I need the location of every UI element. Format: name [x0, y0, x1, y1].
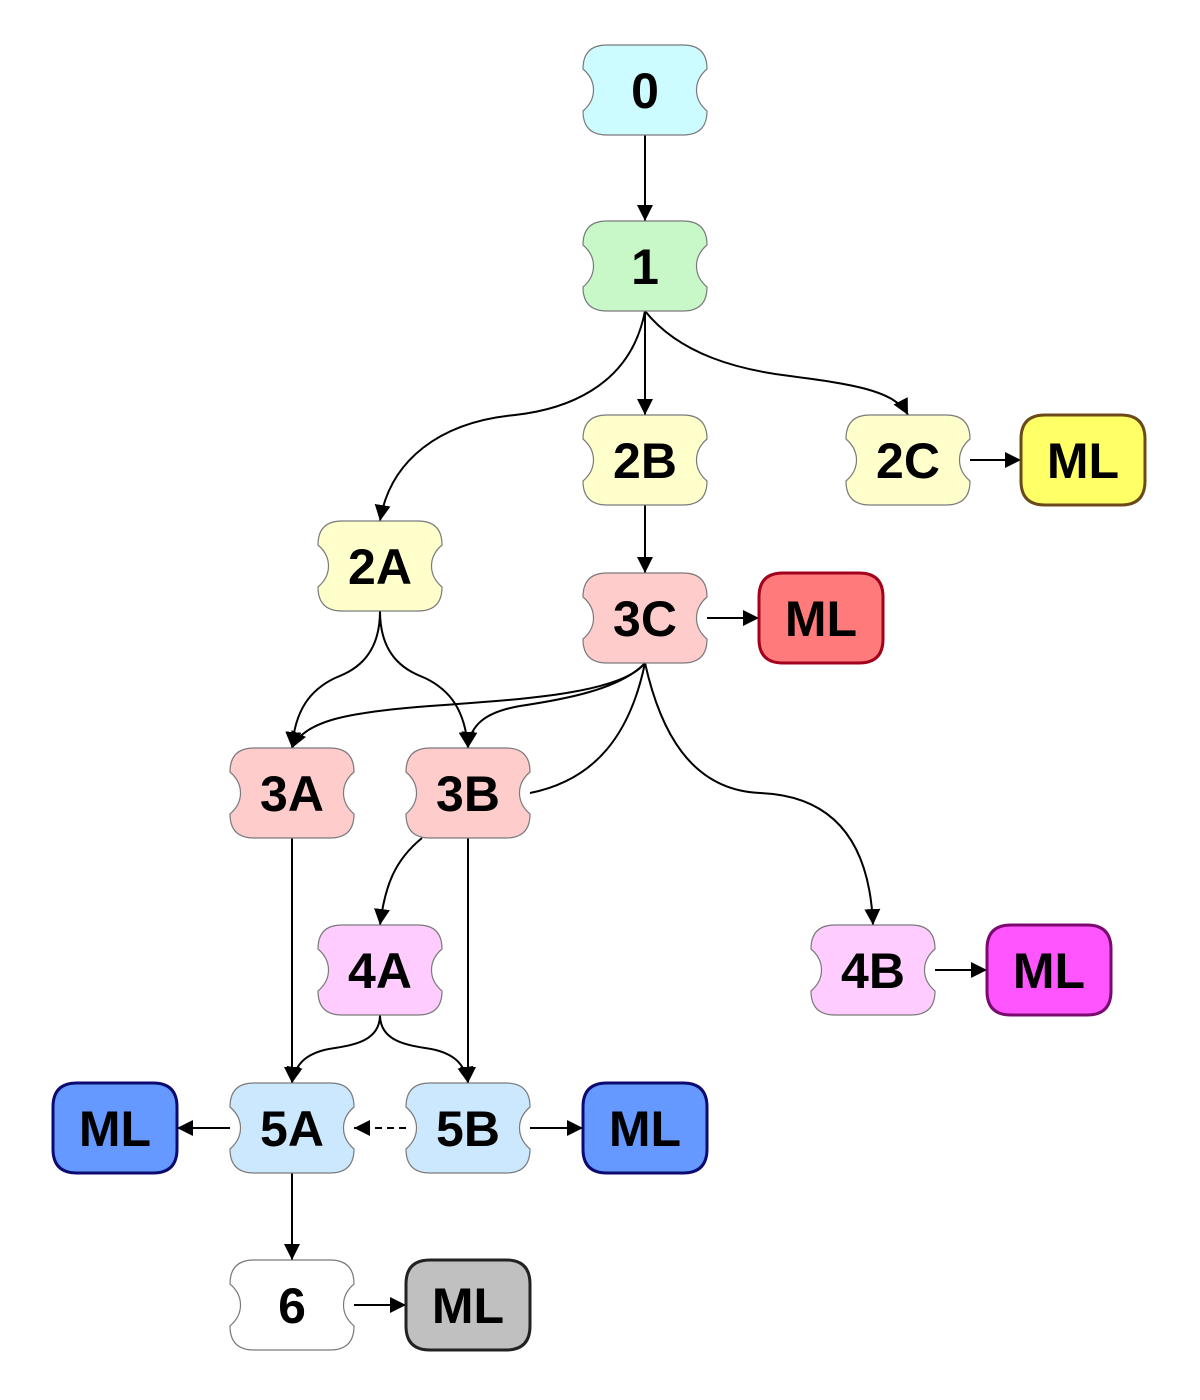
stage-node-5b: 5B	[405, 1082, 531, 1174]
node-shape	[582, 44, 708, 136]
node-shape	[317, 520, 443, 612]
edge-1-to-2a	[374, 310, 646, 522]
node-shape	[582, 414, 708, 506]
node-label: ML	[1013, 943, 1085, 999]
node-shape	[985, 923, 1113, 1017]
node-shape	[845, 414, 971, 506]
stage-node-4a: 4A	[317, 924, 443, 1016]
edge-2a-to-3b	[379, 610, 475, 749]
node-label: 6	[278, 1278, 306, 1334]
node-label: 3C	[613, 591, 677, 647]
stage-node-3c: 3C	[582, 572, 708, 664]
node-label: 4B	[841, 943, 905, 999]
node-shape	[405, 747, 531, 839]
edge-3c-to-3b	[529, 662, 646, 794]
stage-node-4b: 4B	[810, 924, 936, 1016]
stage-node-6: 6	[229, 1259, 355, 1351]
ml-node-5a: ML	[51, 1081, 179, 1175]
edge-1-to-2c	[644, 310, 909, 416]
stage-node-0: 0	[582, 44, 708, 136]
ml-node-3c: ML	[757, 571, 885, 665]
node-shape	[229, 1259, 355, 1351]
ml-node-5b: ML	[581, 1081, 709, 1175]
node-label: ML	[79, 1101, 151, 1157]
node-shape	[51, 1081, 179, 1175]
ml-node-6: ML	[404, 1258, 532, 1352]
stage-node-2a: 2A	[317, 520, 443, 612]
node-label: 5B	[436, 1101, 500, 1157]
node-label: ML	[609, 1101, 681, 1157]
node-shape	[404, 1258, 532, 1352]
node-label: 3A	[260, 766, 324, 822]
ml-node-4b: ML	[985, 923, 1113, 1017]
stage-node-2b: 2B	[582, 414, 708, 506]
stage-node-1: 1	[582, 220, 708, 312]
edge-4a-to-5b	[379, 1014, 474, 1084]
edge-3b-to-4a	[374, 837, 423, 926]
nodes-layer: 0 1 2A 2B 2C 3A 3B 3C 4A 4B 5A 5B 6 ML ML ML ML ML ML	[51, 44, 1147, 1352]
edge-3c-to-4b	[644, 662, 881, 926]
stage-node-2c: 2C	[845, 414, 971, 506]
node-shape	[582, 572, 708, 664]
stage-node-3a: 3A	[229, 747, 355, 839]
node-label: 4A	[348, 943, 412, 999]
stage-node-5a: 5A	[229, 1082, 355, 1174]
edges-layer	[177, 135, 1021, 1313]
node-label: 2C	[876, 433, 940, 489]
node-label: 1	[631, 239, 659, 295]
node-label: 2B	[613, 433, 677, 489]
node-shape	[581, 1081, 709, 1175]
edge-3c-to-3a	[291, 662, 646, 749]
node-label: ML	[432, 1278, 504, 1334]
node-shape	[1019, 413, 1147, 507]
node-shape	[229, 747, 355, 839]
node-label: 0	[631, 63, 659, 119]
node-shape	[405, 1082, 531, 1174]
edge-2a-to-3a	[285, 610, 381, 749]
node-shape	[810, 924, 936, 1016]
node-shape	[229, 1082, 355, 1174]
node-label: 3B	[436, 766, 500, 822]
node-label: ML	[1047, 433, 1119, 489]
node-label: ML	[785, 591, 857, 647]
ml-node-2c: ML	[1019, 413, 1147, 507]
node-label: 5A	[260, 1101, 324, 1157]
stage-node-3b: 3B	[405, 747, 531, 839]
node-shape	[582, 220, 708, 312]
node-shape	[317, 924, 443, 1016]
edge-4a-to-5a	[286, 1014, 381, 1084]
edge-3c-to-3b	[461, 662, 646, 749]
node-shape	[757, 571, 885, 665]
node-label: 2A	[348, 539, 412, 595]
